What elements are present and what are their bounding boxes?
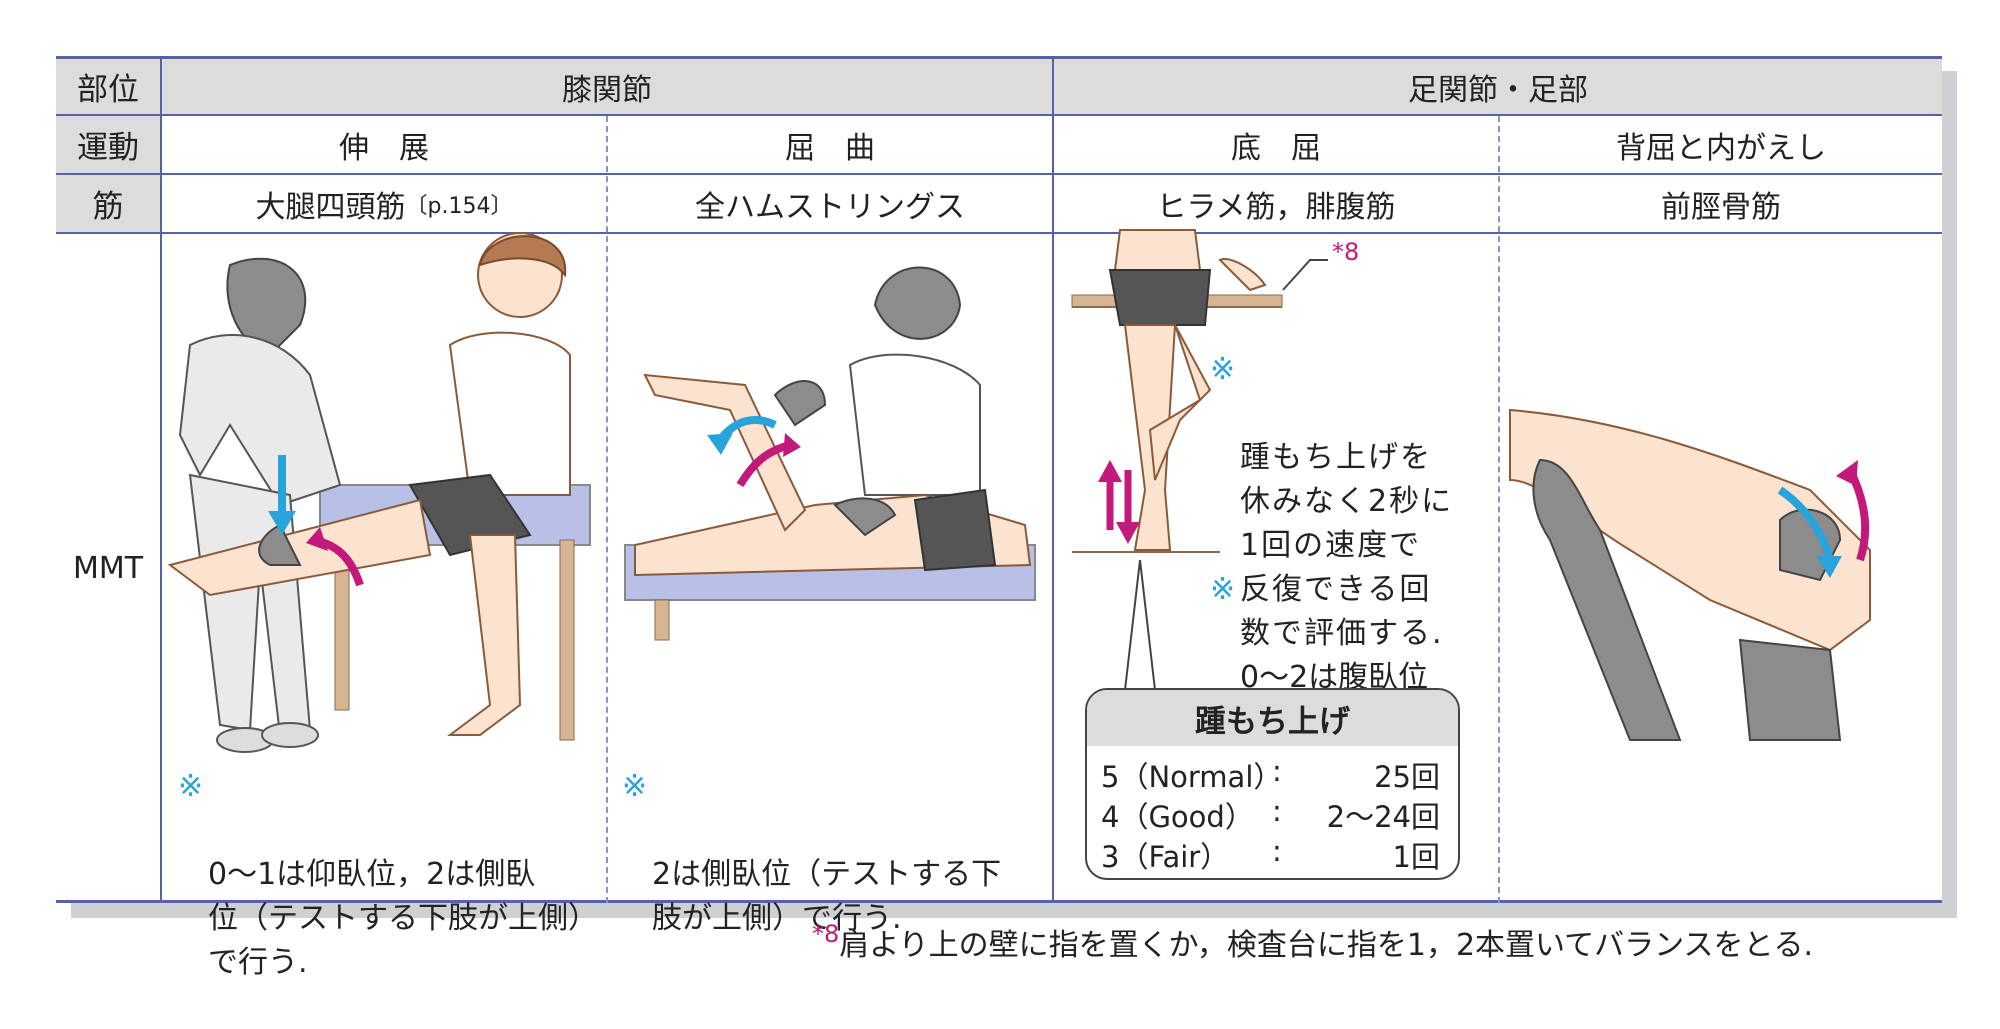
grid-dashed-line [606, 116, 608, 903]
region-header-row [56, 59, 1942, 114]
knee-flexion-illustration [624, 266, 1036, 641]
grid-line [56, 232, 1942, 234]
scoring-grade: 3（Fair） [1101, 840, 1230, 874]
star-label: *8 [1332, 238, 1359, 266]
heel-raise-scoring-box: 踵もち上げ 5（Normal） : 25回 4（Good） : 2〜24回 3（… [1085, 688, 1460, 880]
scoring-sep: : [1272, 794, 1282, 828]
scoring-grade: 4（Good） [1101, 800, 1254, 834]
grid-dashed-line [1498, 116, 1500, 903]
muscle-quadriceps: 大腿四頭筋〔p.154〕 [162, 175, 606, 232]
motion-plantar-flexion: 底 屈 [1231, 130, 1321, 166]
region-knee: 膝関節 [562, 72, 652, 108]
muscle-quadriceps-label: 大腿四頭筋 [255, 189, 406, 225]
footnote-text: 肩より上の壁に指を置くか，検査台に指を1，2本置いてバランスをとる. [839, 928, 1814, 963]
row-label-muscle: 筋 [56, 175, 160, 232]
scoring-value: 2〜24回 [1326, 800, 1440, 834]
motion-dorsiflexion-inversion: 背屈と内がえし [1616, 130, 1826, 166]
knee-extension-illustration [167, 232, 591, 753]
row-label-mmt: MMT [72, 551, 144, 586]
scoring-value: 25回 [1374, 760, 1440, 794]
grid-line [160, 59, 162, 903]
motion-flexion: 屈 曲 [785, 130, 875, 166]
note-mark: ※ [622, 769, 648, 804]
region-ankle-foot: 足関節・足部 [1408, 72, 1588, 108]
note-extension: ※ 0〜1は仰臥位，2は側臥 位（テストする下肢が上側） で行う. [178, 765, 608, 1029]
dorsiflexion-illustration [1509, 408, 1871, 741]
note-mark: ※ [1210, 352, 1238, 387]
scoring-row: 5（Normal） : 25回 [1087, 754, 1458, 794]
scoring-sep: : [1272, 834, 1282, 868]
scoring-row: 3（Fair） : 1回 [1087, 834, 1458, 874]
footnote-mark: *8 [812, 920, 840, 948]
plantar-flexion-illustration: *8 [1071, 229, 1359, 691]
grid-line [56, 173, 1942, 175]
motion-extension: 伸 展 [339, 130, 429, 166]
scoring-value: 1回 [1392, 840, 1440, 874]
scoring-grade: 5（Normal） [1101, 760, 1283, 794]
muscle-hamstrings: 全ハムストリングス [695, 189, 965, 225]
scoring-sep: : [1272, 754, 1282, 788]
row-label-motion: 運動 [56, 116, 160, 173]
scoring-row: 4（Good） : 2〜24回 [1087, 794, 1458, 834]
muscle-page-ref: 〔p.154〕 [405, 193, 513, 219]
note-flexion: ※ 2は側臥位（テストする下 肢が上側）で行う. [622, 765, 1052, 985]
note-mark: ※ [1210, 572, 1236, 607]
scoring-title: 踵もち上げ [1087, 690, 1458, 746]
note-extension-text: 0〜1は仰臥位，2は側臥 位（テストする下肢が上側） で行う. [208, 857, 598, 980]
note-flexion-text: 2は側臥位（テストする下 肢が上側）で行う. [652, 857, 1002, 936]
row-label-region: 部位 [56, 59, 160, 114]
note-plantar-main: ※ 踵もち上げを 休みなく2秒に 1回の速度で 反復できる回 数で評価する. [1210, 348, 1470, 700]
note-mark: ※ [178, 769, 204, 804]
grid-line [1052, 59, 1054, 903]
muscle-tibialis-anterior: 前脛骨筋 [1661, 189, 1781, 225]
grid-line [56, 114, 1942, 116]
footnote: *8肩より上の壁に指を置くか，検査台に指を1，2本置いてバランスをとる. [812, 920, 1813, 964]
muscle-soleus-gastrocnemius: ヒラメ筋，腓腹筋 [1156, 189, 1396, 225]
note-plantar-main-text: 踵もち上げを 休みなく2秒に 1回の速度で 反復できる回 数で評価する. [1240, 440, 1454, 651]
